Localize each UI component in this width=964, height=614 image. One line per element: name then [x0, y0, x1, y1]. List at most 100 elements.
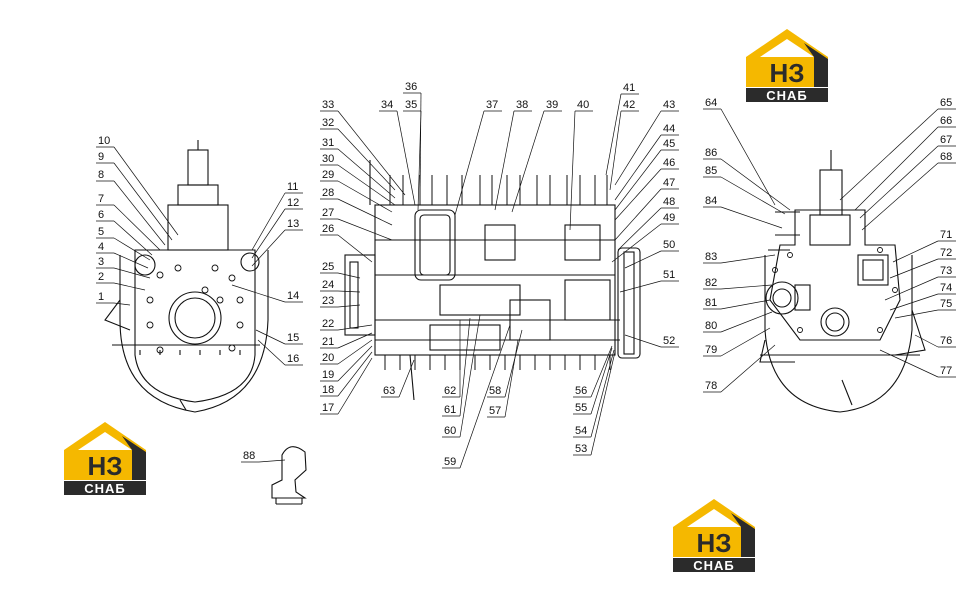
callout-number: 43	[663, 99, 675, 111]
callout-number: 66	[940, 115, 952, 127]
logo-caption: СНАБ	[766, 88, 808, 103]
callout-leader	[720, 284, 773, 290]
callout-number: 32	[322, 117, 334, 129]
callout-layer: 1234567891011121314151617181920212223242…	[96, 81, 956, 469]
callout-number: 26	[322, 223, 334, 235]
callout-number: 76	[940, 335, 952, 347]
callout-33: 33	[320, 99, 406, 196]
callout-number: 82	[705, 277, 717, 289]
callout-number: 33	[322, 99, 334, 111]
callout-number: 61	[444, 404, 456, 416]
callout-number: 83	[705, 251, 717, 263]
logo-top-right: НЗ СНАБ	[744, 27, 830, 103]
callout-number: 1	[98, 291, 104, 303]
callout-number: 35	[405, 99, 417, 111]
callout-leader	[914, 334, 939, 348]
callout-leader	[337, 272, 361, 279]
callout-35: 35	[403, 99, 422, 211]
callout-leader	[720, 311, 773, 333]
sump-bolts	[384, 355, 611, 370]
callout-79: 79	[703, 327, 771, 357]
callout-85: 85	[703, 165, 786, 215]
callout-22: 22	[320, 318, 373, 331]
callout-leader	[113, 252, 149, 269]
callout-leader	[590, 347, 613, 415]
callout-number: 68	[940, 151, 952, 163]
callout-10: 10	[96, 135, 179, 236]
callout-leader	[569, 110, 576, 231]
callout-21: 21	[320, 332, 373, 349]
callout-5: 5	[96, 226, 151, 261]
left-engine-view	[104, 140, 269, 413]
callout-80: 80	[703, 311, 773, 333]
callout-54: 54	[573, 349, 615, 438]
callout-2: 2	[96, 271, 146, 291]
callout-53: 53	[573, 351, 616, 456]
callout-12: 12	[251, 197, 303, 259]
callout-number: 88	[243, 450, 255, 462]
callout-leader	[419, 92, 422, 206]
callout-leader	[396, 110, 416, 206]
callout-number: 74	[940, 282, 952, 294]
callout-leader	[337, 345, 373, 382]
callout-number: 55	[575, 402, 587, 414]
callout-57: 57	[487, 339, 519, 418]
callout-number: 21	[322, 336, 334, 348]
callout-leader	[624, 334, 662, 348]
callout-number: 62	[444, 385, 456, 397]
callout-number: 86	[705, 147, 717, 159]
callout-63: 63	[381, 359, 415, 398]
callout-46: 46	[614, 157, 679, 221]
callout-number: 39	[546, 99, 558, 111]
callout-17: 17	[320, 357, 373, 415]
callout-leader	[337, 339, 373, 365]
callout-7: 7	[96, 193, 161, 251]
callout-15: 15	[255, 329, 303, 345]
callout-number: 24	[322, 279, 334, 291]
callout-number: 3	[98, 256, 104, 268]
callout-leader	[231, 284, 286, 303]
callout-23: 23	[320, 295, 361, 308]
callout-31: 31	[320, 137, 396, 199]
callout-34: 34	[379, 99, 416, 206]
callout-65: 65	[839, 97, 956, 201]
callout-73: 73	[884, 265, 956, 301]
logo-caption: СНАБ	[693, 558, 735, 573]
logo-mark: НЗ	[87, 451, 122, 481]
callout-leader	[337, 324, 373, 331]
callout-number: 2	[98, 271, 104, 283]
callout-leader	[614, 134, 662, 201]
callout-60: 60	[442, 314, 481, 438]
callout-leader	[337, 128, 396, 191]
logo-mark: НЗ	[769, 58, 804, 88]
detail-88-view	[271, 446, 307, 505]
callout-leader	[113, 282, 146, 291]
callout-77: 77	[879, 349, 956, 378]
callout-1: 1	[96, 291, 131, 306]
callout-leader	[251, 192, 286, 251]
callout-leader	[337, 180, 393, 213]
callout-leader	[614, 168, 662, 221]
callout-32: 32	[320, 117, 396, 191]
callout-leader	[337, 110, 406, 196]
callout-number: 37	[486, 99, 498, 111]
callout-leader	[894, 309, 939, 319]
callout-leader	[614, 149, 662, 211]
callout-leader	[720, 158, 791, 211]
callout-84: 84	[703, 195, 783, 229]
callout-55: 55	[573, 347, 613, 415]
callout-leader	[889, 293, 939, 311]
callout-40: 40	[569, 99, 593, 231]
callout-11: 11	[251, 181, 303, 251]
logo-caption: СНАБ	[84, 481, 126, 496]
callout-74: 74	[889, 282, 956, 311]
callout-leader	[337, 304, 361, 308]
callout-6: 6	[96, 209, 153, 256]
callout-58: 58	[487, 329, 523, 398]
callout-number: 29	[322, 169, 334, 181]
callout-leader	[605, 93, 622, 176]
callout-leader	[720, 299, 771, 310]
logo-graphic: НЗ СНАБ	[673, 499, 755, 573]
callout-number: 80	[705, 320, 717, 332]
callout-20: 20	[320, 339, 373, 365]
